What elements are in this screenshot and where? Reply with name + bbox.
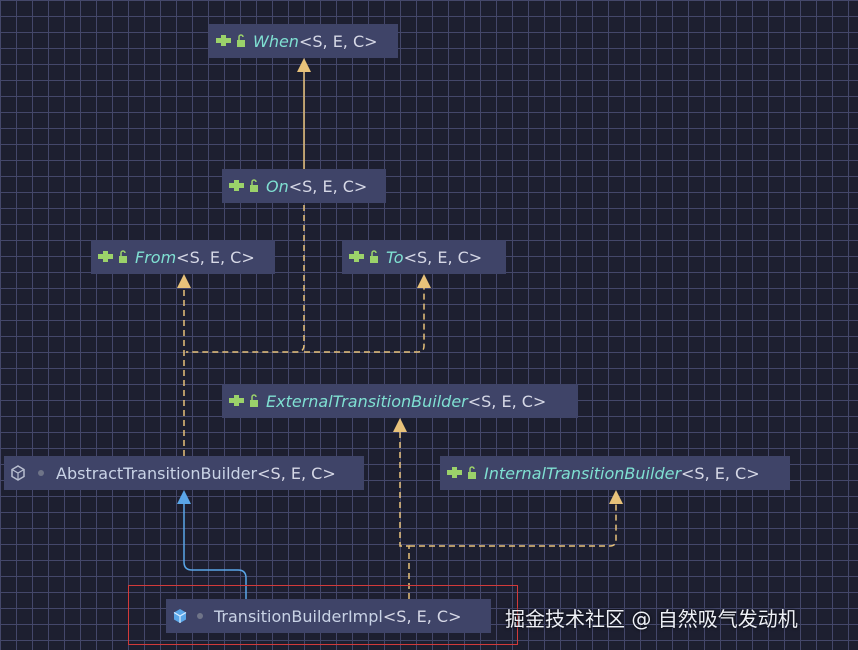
type-params: <S, E, C> — [403, 247, 483, 267]
watermark: 掘金技术社区 @ 自然吸气发动机 — [505, 607, 798, 631]
class-icon — [172, 608, 208, 624]
node-to[interactable]: To<S, E, C> — [342, 240, 506, 274]
node-when[interactable]: When<S, E, C> — [209, 24, 398, 58]
node-name: To — [386, 247, 404, 267]
type-params: <S, E, C> — [681, 463, 760, 483]
edge-impl-implements-external — [399, 432, 410, 599]
interface-icon — [228, 394, 260, 408]
node-name: ExternalTransitionBuilder — [266, 391, 468, 411]
node-external-transition-builder[interactable]: ExternalTransitionBuilder <S, E, C> — [222, 384, 578, 418]
type-params: <S, E, C> — [298, 31, 378, 51]
node-name: From — [135, 247, 177, 267]
arrowhead-external — [393, 418, 407, 432]
edge-impl-implements-internal — [409, 503, 617, 547]
node-name: TransitionBuilderImpl — [214, 606, 383, 626]
node-from[interactable]: From<S, E, C> — [91, 240, 275, 274]
interface-icon — [446, 466, 478, 480]
type-params: <S, E, C> — [288, 176, 368, 196]
abstract-class-icon — [10, 465, 50, 481]
interface-icon — [348, 250, 380, 264]
interface-icon — [215, 34, 247, 48]
edge-to-extends-on — [304, 287, 425, 353]
node-on[interactable]: On<S, E, C> — [222, 169, 386, 203]
node-name: On — [266, 176, 289, 196]
arrowhead-from — [177, 274, 191, 288]
type-params: <S, E, C> — [382, 606, 462, 626]
interface-icon — [228, 179, 260, 193]
node-internal-transition-builder[interactable]: InternalTransitionBuilder <S, E, C> — [440, 456, 790, 490]
selection-box — [128, 585, 518, 645]
node-name: AbstractTransitionBuilder — [56, 463, 258, 483]
arrowhead-to — [417, 274, 431, 288]
arrowhead-when — [297, 58, 311, 72]
edge-impl-extends-abstract — [183, 503, 247, 599]
node-transition-builder-impl[interactable]: TransitionBuilderImpl <S, E, C> — [166, 599, 491, 633]
type-params: <S, E, C> — [467, 391, 547, 411]
node-abstract-transition-builder[interactable]: AbstractTransitionBuilder <S, E, C> — [4, 456, 364, 490]
arrowhead-abstract — [177, 490, 191, 504]
edge-from-extends-on — [186, 205, 305, 353]
node-name: InternalTransitionBuilder — [484, 463, 682, 483]
type-params: <S, E, C> — [176, 247, 255, 267]
interface-icon — [97, 250, 129, 264]
arrowhead-internal — [609, 490, 623, 504]
type-params: <S, E, C> — [257, 463, 336, 483]
node-name: When — [253, 31, 299, 51]
